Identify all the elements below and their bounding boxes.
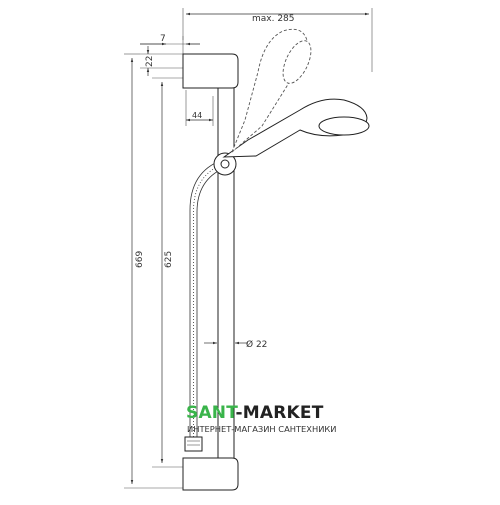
dimension-rail-diameter-label: Ø 22 xyxy=(246,339,267,350)
watermark-brand: SANT-MARKET xyxy=(186,403,324,423)
flexible-hose xyxy=(189,159,223,442)
watermark-brand-green: SANT xyxy=(186,403,236,423)
dimension-rail-length-label: 625 xyxy=(164,251,174,268)
dimension-rail-diameter: Ø 22 xyxy=(204,339,267,350)
dimension-holder-height-label: 22 xyxy=(145,56,155,67)
watermark-tagline: ИНТЕРНЕТ-МАГАЗИН САНТЕХНИКИ xyxy=(187,424,337,434)
hose-connector xyxy=(184,436,203,452)
dimension-holder-width-label: 44 xyxy=(192,111,202,120)
dimension-total-height: 669 xyxy=(124,53,190,489)
watermark-brand-dark: -MARKET xyxy=(235,403,324,423)
shower-rail-assembly xyxy=(182,28,370,491)
dimension-max-width-label: max. 285 xyxy=(252,14,295,24)
dimension-total-height-label: 669 xyxy=(135,251,145,268)
dimension-rail-length: 625 xyxy=(152,77,190,468)
top-wall-bracket xyxy=(182,53,239,89)
handshower xyxy=(222,98,368,158)
spray-face xyxy=(318,116,370,136)
bottom-wall-bracket xyxy=(182,457,239,491)
dimension-max-width: max. 285 xyxy=(182,8,373,72)
dimension-offset-top-label: 7 xyxy=(160,34,166,44)
dimension-holder-height: 22 xyxy=(140,46,183,76)
dimension-holder-width: 44 xyxy=(185,90,214,126)
